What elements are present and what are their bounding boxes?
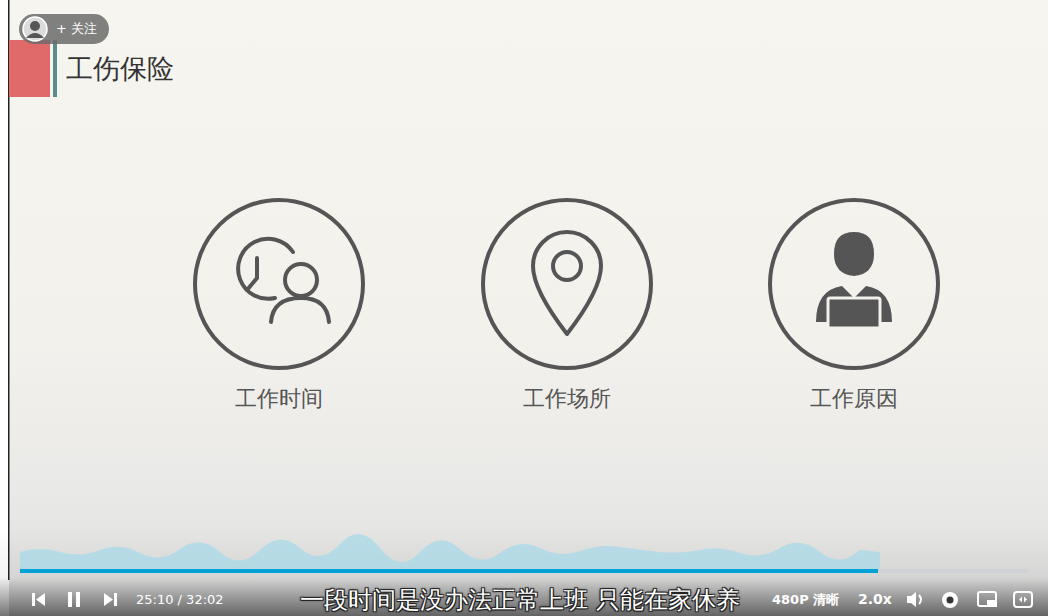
left-margin bbox=[0, 0, 9, 616]
progress-track bbox=[20, 569, 1028, 573]
circle-outline bbox=[477, 194, 657, 374]
title-bar bbox=[53, 40, 57, 97]
node-label: 工作原因 bbox=[764, 384, 944, 414]
time-display: 25:10 / 32:02 bbox=[136, 592, 224, 607]
person-head bbox=[285, 264, 317, 296]
icon-circle-node: 工作时间 bbox=[189, 194, 369, 414]
follow-pill bbox=[19, 14, 109, 44]
audio-waveform bbox=[20, 534, 880, 571]
node-label: 工作场所 bbox=[477, 384, 657, 414]
avatar-head bbox=[30, 21, 40, 31]
clock-hands bbox=[247, 258, 257, 290]
title-accent bbox=[9, 40, 50, 97]
circle-ring bbox=[483, 200, 651, 368]
laptop bbox=[828, 298, 880, 328]
slide-title: 工伤保险 bbox=[66, 51, 174, 87]
bottom-shade bbox=[0, 530, 1048, 616]
subtitle: 一段时间是没办法正常上班 只能在家休养 bbox=[300, 584, 740, 616]
quality-button: 480P 清晰 bbox=[772, 591, 839, 609]
avatar-body bbox=[26, 33, 44, 38]
worker-head bbox=[834, 232, 874, 276]
person-body bbox=[271, 298, 329, 322]
pin-hole bbox=[553, 252, 581, 280]
follow-button: + 关注 bbox=[56, 20, 97, 38]
icon-circle-node: 工作场所 bbox=[477, 194, 657, 414]
circle-outline bbox=[764, 194, 944, 374]
avatar bbox=[23, 17, 47, 41]
node-label: 工作时间 bbox=[189, 384, 369, 414]
icon-circle-node: 工作原因 bbox=[764, 194, 944, 414]
clock-arc bbox=[238, 239, 293, 299]
progress-played bbox=[20, 569, 878, 573]
circle-ring bbox=[195, 200, 363, 368]
speed-button: 2.0x bbox=[858, 591, 892, 607]
circle-ring bbox=[770, 200, 938, 368]
pin-outline bbox=[533, 232, 601, 334]
circle-outline bbox=[189, 194, 369, 374]
